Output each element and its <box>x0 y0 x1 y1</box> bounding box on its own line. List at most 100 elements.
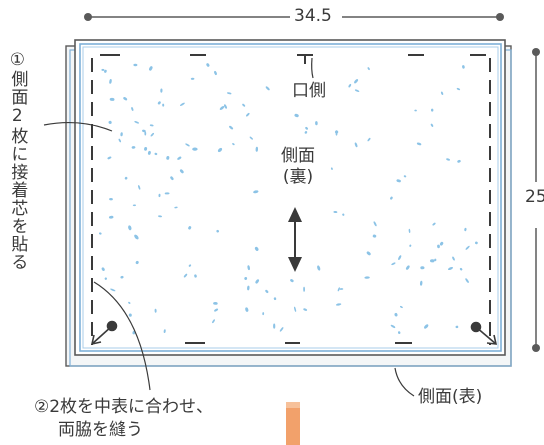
texture-dot <box>265 86 270 91</box>
texture-dot <box>367 137 371 142</box>
texture-dot <box>147 150 151 155</box>
texture-dot <box>120 132 123 137</box>
step1-leader <box>43 121 113 132</box>
texture-dot <box>420 266 425 270</box>
texture-dot <box>265 289 269 294</box>
texture-dot <box>424 324 429 329</box>
texture-dot <box>150 132 155 137</box>
texture-dot <box>294 113 299 118</box>
texture-dot <box>475 241 478 245</box>
texture-dot <box>154 152 158 156</box>
texture-dot <box>339 288 344 290</box>
texture-dot <box>157 101 161 105</box>
texture-dot <box>303 286 306 292</box>
texture-dot <box>226 92 232 95</box>
texture-dot <box>464 227 467 232</box>
texture-dot <box>430 123 434 127</box>
texture-dot <box>304 131 308 134</box>
side-panel-back-layer <box>74 39 506 356</box>
step1-instruction: 側面2枚に接着芯を貼る <box>7 70 28 271</box>
texture-dot <box>213 301 218 305</box>
texture-dot <box>294 306 297 312</box>
texture-dot <box>446 158 451 161</box>
texture-dot <box>457 159 461 163</box>
step2-instruction-line2: 両脇を縫う <box>58 420 143 440</box>
texture-dot <box>390 196 393 200</box>
texture-dot <box>405 265 410 270</box>
side-front-leader <box>394 367 415 397</box>
texture-dot <box>144 131 147 136</box>
texture-dot <box>399 305 403 309</box>
texture-dot <box>416 142 422 146</box>
texture-dot <box>430 259 435 263</box>
side-back-label: 側面 (裏) <box>270 148 326 186</box>
texture-dot <box>354 79 359 84</box>
texture-dot <box>158 215 162 218</box>
texture-dot <box>131 146 136 149</box>
texture-dot <box>396 179 401 183</box>
texture-dot <box>440 91 444 96</box>
height-dimension-label: 25 <box>525 187 544 208</box>
texture-dot <box>188 226 192 230</box>
texture-dot <box>179 102 185 106</box>
grain-arrow-icon <box>288 207 302 272</box>
texture-dot <box>101 68 105 71</box>
texture-dot <box>149 124 154 127</box>
texture-dot <box>135 260 139 265</box>
step1-number: ① <box>7 50 28 71</box>
texture-dot <box>273 297 277 301</box>
texture-dot <box>149 66 153 71</box>
texture-dot <box>317 265 321 271</box>
texture-dot <box>104 69 107 73</box>
texture-dot <box>185 143 190 147</box>
texture-dot <box>255 279 259 284</box>
texture-dot <box>214 70 217 76</box>
texture-dot <box>403 175 407 178</box>
texture-dot <box>419 280 423 286</box>
texture-dot <box>315 121 318 126</box>
side-back-label-line1: 側面 <box>281 146 315 166</box>
texture-dot <box>434 258 437 262</box>
step2-leader <box>93 281 151 391</box>
texture-dot <box>437 244 440 249</box>
texture-dot <box>455 325 459 329</box>
texture-dot <box>244 277 248 280</box>
texture-dot <box>104 277 108 280</box>
texture-dot <box>124 176 128 180</box>
texture-dot <box>123 97 128 101</box>
texture-dot <box>366 251 371 256</box>
texture-dot <box>158 193 161 198</box>
texture-dot <box>409 244 412 247</box>
texture-dot <box>179 169 184 174</box>
texture-dot <box>110 288 116 292</box>
texture-dot <box>290 279 294 283</box>
mouth-side-leader <box>311 57 314 79</box>
texture-dot <box>118 138 121 143</box>
texture-dot <box>364 276 370 279</box>
texture-dot <box>254 246 259 251</box>
texture-dot <box>462 65 465 69</box>
texture-dot <box>459 267 463 271</box>
texture-dot <box>206 63 210 67</box>
interfacing-texture <box>99 63 478 335</box>
texture-dot <box>333 210 338 214</box>
texture-dot <box>262 312 265 316</box>
center-mark <box>297 54 313 64</box>
texture-dot <box>217 147 223 153</box>
texture-dot <box>447 266 454 271</box>
texture-dot <box>354 142 358 148</box>
texture-dot <box>164 192 170 195</box>
texture-dot <box>162 103 165 107</box>
texture-dot <box>190 77 195 80</box>
texture-dot <box>439 241 444 246</box>
texture-dot <box>432 222 436 226</box>
texture-dot <box>177 156 182 160</box>
texture-dot <box>354 89 360 92</box>
texture-dot <box>247 265 250 271</box>
side-front-label: 側面(表) <box>418 387 483 407</box>
texture-dot <box>465 278 469 283</box>
texture-dot <box>132 204 136 207</box>
texture-dot <box>219 106 225 110</box>
texture-dot <box>174 206 178 209</box>
